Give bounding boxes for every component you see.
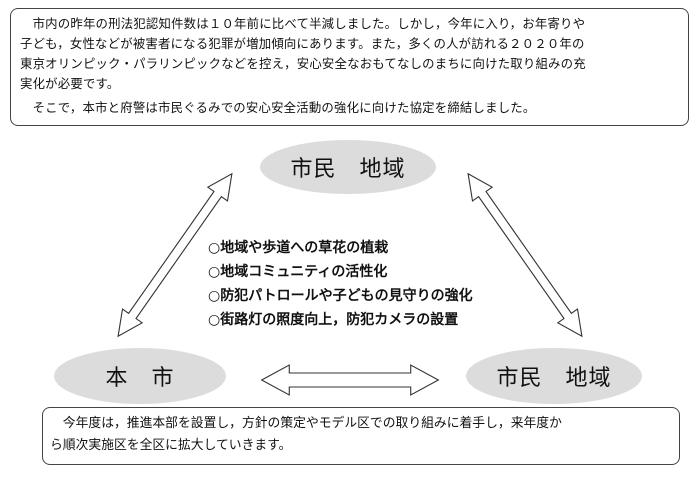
measures-list: ○地域や歩道への草花の植栽 ○地域コミュニティの活性化 ○防犯パトロールや子ども… <box>208 236 473 332</box>
intro-box <box>10 8 689 126</box>
measure-item: ○防犯パトロールや子どもの見守りの強化 <box>208 288 473 304</box>
intro-line-4: 実化が必要です。 <box>20 76 120 91</box>
measure-item: ○街路灯の照度向上，防犯カメラの設置 <box>208 312 459 328</box>
intro-line-5: そこで，本市と府警は市民ぐるみでの安心安全活動の強化に向けた協定を締結しました。 <box>20 100 536 115</box>
measure-item: ○地域や歩道への草花の植栽 <box>208 240 389 256</box>
arrow-right-diagonal <box>458 167 591 343</box>
intro-line-2: 子ども，女性などが被害者になる犯罪が増加傾向にあります。また，多くの人が訪れる２… <box>20 36 585 51</box>
arrow-left-diagonal <box>0 0 242 343</box>
intro-line-3: 東京オリンピック・パラリンピックなどを控え，安心安全なおもてなしのまちに向けた取… <box>20 56 586 71</box>
summary-line-1: 今年度は，推進本部を設置し，方針の策定やモデル区での取り組みに着手し，来年度か <box>50 416 562 431</box>
summary-box <box>42 407 680 465</box>
node-top-citizens-community: 市民 地域 <box>260 140 436 194</box>
node-left-city: 本 市 <box>54 348 226 404</box>
node-right-citizens-community: 市民 地域 <box>466 348 642 404</box>
measure-item: ○地域コミュニティの活性化 <box>208 264 388 280</box>
summary-line-2: ら順次実施区を全区に拡大していきます。 <box>50 438 292 453</box>
arrow-horizontal <box>262 365 439 395</box>
intro-line-1: 市内の昨年の刑法犯認知件数は１０年前に比べて半減しました。しかし，今年に入り，お… <box>20 16 586 31</box>
